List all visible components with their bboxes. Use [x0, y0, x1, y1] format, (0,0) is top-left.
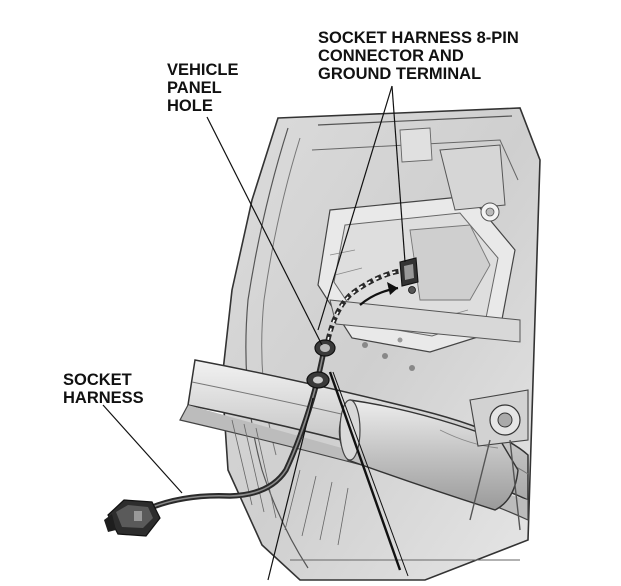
callout-line: SOCKET — [63, 371, 132, 389]
floor-pan — [317, 127, 521, 371]
lower-panel-hatching — [231, 419, 520, 561]
suspension — [469, 389, 529, 531]
callout-line: SOCKET HARNESS 8-PIN — [318, 29, 519, 47]
callout-line: CONNECTOR AND — [318, 47, 464, 65]
callout-line: GROUND TERMINAL — [318, 65, 482, 83]
eight-pin-connector — [399, 257, 419, 294]
callout-line: HARNESS — [63, 389, 144, 407]
callout-line: VEHICLE — [167, 61, 239, 79]
callout-line: PANEL — [167, 79, 222, 97]
callout-socket-harness: SOCKET HARNESS — [63, 371, 144, 407]
callout-vehicle-panel-hole: VEHICLE PANEL HOLE — [167, 61, 239, 115]
callout-line: HOLE — [167, 97, 213, 115]
harness-plug-connector — [104, 499, 161, 537]
pull-wire — [328, 371, 409, 577]
leader-lines — [102, 85, 406, 581]
callout-socket-connector: SOCKET HARNESS 8-PIN CONNECTOR AND GROUN… — [318, 29, 519, 83]
panel-hole-grommet — [306, 339, 336, 389]
routing-arrow-icon — [359, 282, 399, 306]
